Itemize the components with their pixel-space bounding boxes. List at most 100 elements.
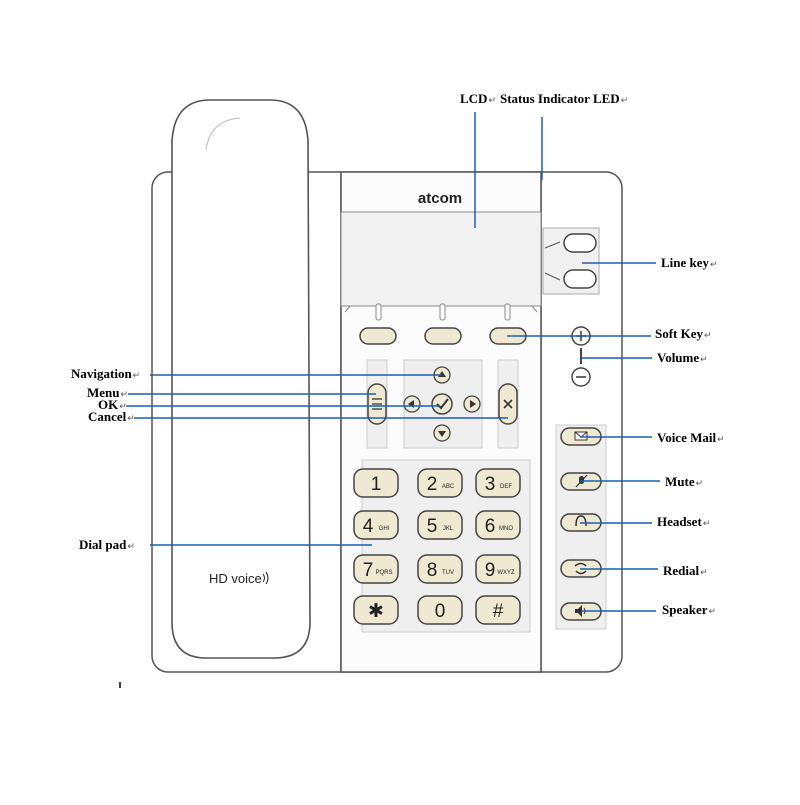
label-ok: OK↵ [98, 398, 127, 413]
envelope-icon [574, 431, 588, 441]
dial-key-digit: 3 [485, 474, 496, 495]
return-mark: ↵ [132, 370, 141, 380]
soft-key-2[interactable] [424, 327, 462, 345]
label-volume-text: Volume [657, 350, 700, 365]
ok-button[interactable] [431, 393, 453, 415]
label-mute: Mute↵ [665, 475, 703, 490]
dial-key-digit: 5 [427, 516, 438, 537]
label-cancel: Cancel↵ [88, 410, 135, 425]
return-mark: ↵ [620, 95, 629, 105]
label-status-led: Status Indicator LED↵ [500, 92, 628, 107]
dial-key-digit: 6 [485, 516, 496, 537]
dial-key-digit: 0 [435, 601, 446, 622]
label-voice-mail: Voice Mail↵ [657, 431, 725, 446]
dial-key-2[interactable]: 2 ABC [417, 468, 463, 498]
label-menu-text: Menu [87, 385, 120, 400]
return-mark: ↵ [708, 606, 717, 616]
dial-key-3[interactable]: 3 DEF [475, 468, 521, 498]
label-menu: Menu↵ [87, 386, 128, 401]
label-line-key-text: Line key [661, 255, 710, 270]
lcd-screen [340, 211, 542, 313]
label-navigation-text: Navigation [71, 366, 132, 381]
nav-left-button[interactable] [403, 395, 421, 413]
dial-key-5[interactable]: 5 JKL [417, 510, 463, 540]
dial-key-4[interactable]: 4 GHI [353, 510, 399, 540]
dial-key-letters: TUV [442, 570, 454, 576]
dial-key-digit: ✱ [368, 601, 384, 622]
dial-key-letters: PQRS [375, 570, 392, 576]
label-volume: Volume↵ [657, 351, 708, 366]
dial-key-digit: 7 [363, 560, 374, 581]
dial-key-1[interactable]: 1 [353, 468, 399, 498]
dial-key-digit: 9 [485, 560, 496, 581]
nav-right-button[interactable] [463, 395, 481, 413]
return-mark: ↵ [488, 95, 496, 105]
dial-key-digit: 2 [427, 474, 438, 495]
label-line-key: Line key↵ [661, 256, 718, 271]
line-key-2[interactable] [563, 269, 597, 289]
label-headset: Headset↵ [657, 515, 710, 530]
nav-down-button[interactable] [433, 424, 451, 442]
label-redial-text: Redial [663, 563, 700, 578]
return-mark: ↵ [127, 541, 135, 551]
label-dial-pad: Dial pad↵ [79, 538, 135, 553]
label-status-led-text: Status Indicator LED [500, 91, 620, 106]
dial-key-digit: 1 [371, 474, 382, 495]
label-navigation: Navigation↵ [71, 367, 140, 382]
cancel-button[interactable] [498, 383, 518, 425]
speaker-icon [575, 605, 582, 617]
return-mark: ↵ [702, 518, 711, 528]
dial-key-12[interactable]: # [475, 595, 521, 625]
dial-key-11[interactable]: 0 [417, 595, 463, 625]
hd-voice-waves-icon [262, 571, 269, 585]
volume-down-button[interactable] [571, 367, 591, 387]
label-headset-text: Headset [657, 514, 702, 529]
label-soft-key-text: Soft Key [655, 326, 704, 341]
redial-icon [574, 562, 587, 575]
speaker-button[interactable] [560, 602, 602, 621]
soft-key-1[interactable] [359, 327, 397, 345]
return-mark: ↵ [700, 354, 708, 364]
callout-lines [126, 112, 660, 612]
label-speaker-text: Speaker [662, 602, 708, 617]
dial-key-letters: WXYZ [497, 570, 515, 576]
return-mark: ↵ [120, 389, 129, 399]
dial-key-letters: ABC [442, 484, 455, 490]
dial-key-letters: MNO [499, 526, 513, 532]
return-mark: ↵ [695, 478, 704, 488]
arrow-right-icon [470, 400, 476, 408]
dial-key-letters: DEF [500, 484, 512, 490]
headset-icon [575, 515, 587, 527]
dial-key-10[interactable]: ✱ [353, 595, 399, 625]
label-cancel-text: Cancel [88, 409, 127, 424]
return-mark: ↵ [704, 330, 712, 340]
return-mark: ↵ [717, 434, 725, 444]
label-lcd-text: LCD [460, 91, 488, 106]
return-mark: ↵ [710, 259, 718, 269]
dial-key-8[interactable]: 8 TUV [417, 554, 463, 584]
dial-key-letters: GHI [379, 526, 390, 532]
dial-key-digit: # [493, 601, 504, 622]
dial-key-letters: JKL [443, 526, 454, 532]
label-ok-text: OK [98, 397, 119, 412]
line-key-1[interactable] [563, 233, 597, 253]
label-dial-pad-text: Dial pad [79, 537, 127, 552]
label-soft-key: Soft Key↵ [655, 327, 712, 342]
dial-key-digit: 8 [427, 560, 438, 581]
dial-key-digit: 4 [363, 516, 374, 537]
return-mark: ↵ [119, 401, 127, 411]
label-lcd: LCD↵ [460, 92, 496, 107]
return-mark: ↵ [700, 567, 708, 577]
soft-key-indicators [375, 303, 511, 321]
handset [171, 99, 311, 659]
return-mark: ↵ [127, 413, 135, 423]
menu-icon [372, 398, 382, 410]
label-voice-mail-text: Voice Mail [657, 430, 717, 445]
label-speaker: Speaker↵ [662, 603, 716, 618]
